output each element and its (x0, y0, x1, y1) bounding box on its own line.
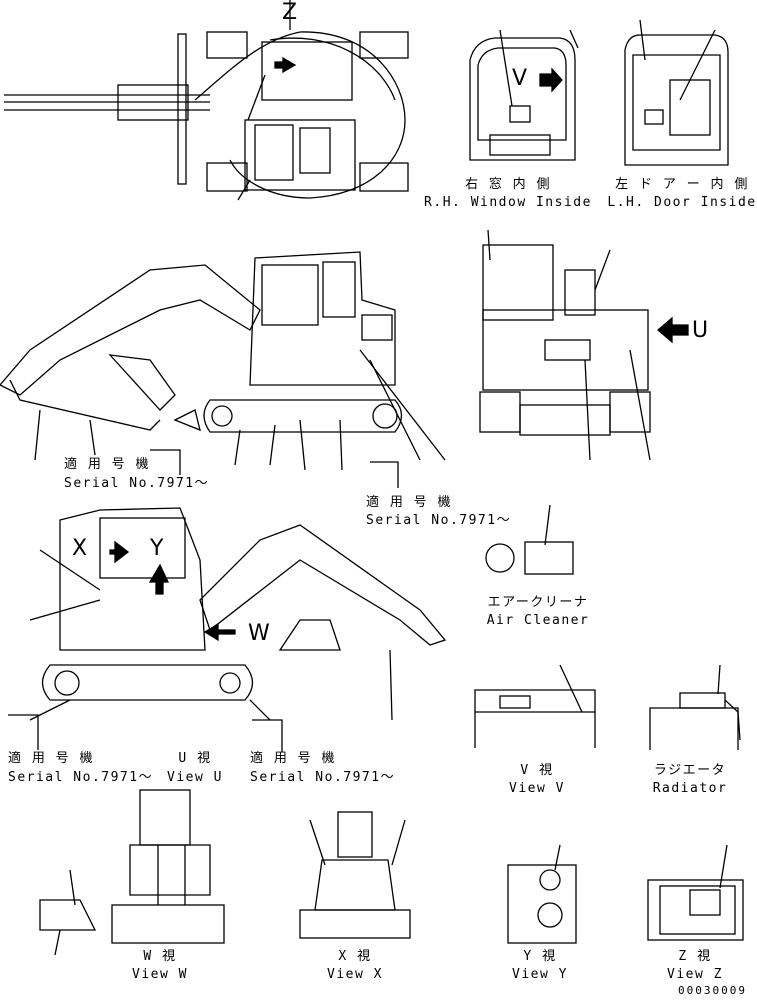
view-y-drawing (507, 844, 577, 944)
serial-label-jp-3: 適 用 号 機 (8, 751, 94, 766)
serial-label-jp-4: 適 用 号 機 (250, 751, 336, 766)
serial-label-jp-2: 適 用 号 機 (366, 495, 452, 510)
top-view (4, 0, 409, 201)
view-z-caption-jp: Z 視 (678, 949, 712, 964)
serial-bracket-4 (252, 719, 283, 752)
serial-label-en-4: Serial No.7971～ (250, 770, 396, 785)
excavator-side-view-2 (29, 507, 447, 721)
air-cleaner-caption-jp: エアークリーナ (487, 595, 589, 610)
view-u-caption-en: View U (167, 770, 223, 785)
marker-w: W (248, 621, 270, 646)
serial-label-en-1: Serial No.7971～ (64, 476, 210, 491)
view-y-caption-jp: Y 視 (523, 949, 557, 964)
marker-v: V (512, 66, 528, 91)
view-x-caption-en: View X (327, 967, 383, 982)
serial-label-en-3: Serial No.7971～ (8, 770, 154, 785)
view-u-caption-jp: U 視 (178, 751, 212, 766)
serial-label-en-2: Serial No.7971～ (366, 513, 512, 528)
radiator-caption-jp: ラジエータ (653, 763, 727, 778)
view-w-caption-en: View W (132, 967, 188, 982)
serial-bracket-1 (150, 449, 181, 475)
radiator-drawing (649, 664, 741, 750)
view-w-caption-jp: W 視 (143, 949, 177, 964)
air-cleaner-drawing (485, 504, 574, 575)
view-v-caption-jp: V 視 (520, 763, 554, 778)
excavator-side-view-1 (0, 251, 446, 471)
serial-label-jp-1: 適 用 号 機 (64, 457, 150, 472)
lh-door-caption-jp: 左 ド ア ー 内 側 (615, 177, 749, 192)
view-z-caption-en: View Z (667, 967, 723, 982)
marker-z: Z (282, 0, 298, 25)
marker-y: Y (150, 536, 164, 561)
view-z-drawing (647, 844, 744, 941)
view-v-drawing (474, 664, 596, 748)
serial-bracket-3 (8, 714, 39, 750)
air-cleaner-caption-en: Air Cleaner (486, 613, 590, 628)
radiator-caption-en: Radiator (652, 781, 728, 796)
view-x-caption-jp: X 視 (338, 949, 372, 964)
drawing-code: 00030009 (678, 984, 747, 997)
view-v-caption-en: View V (509, 781, 565, 796)
view-w-drawing (39, 789, 225, 956)
lh-door-caption-en: L.H. Door Inside (607, 195, 757, 210)
cab-window-views (469, 19, 729, 166)
rear-view (479, 229, 689, 461)
marker-x: X (72, 536, 88, 561)
rh-window-caption-jp: 右 窓 内 側 (465, 177, 551, 192)
serial-bracket-2 (370, 461, 399, 488)
rh-window-caption-en: R.H. Window Inside (424, 195, 592, 210)
view-x-drawing (299, 811, 411, 939)
view-y-caption-en: View Y (512, 967, 568, 982)
marker-u: U (692, 318, 709, 343)
